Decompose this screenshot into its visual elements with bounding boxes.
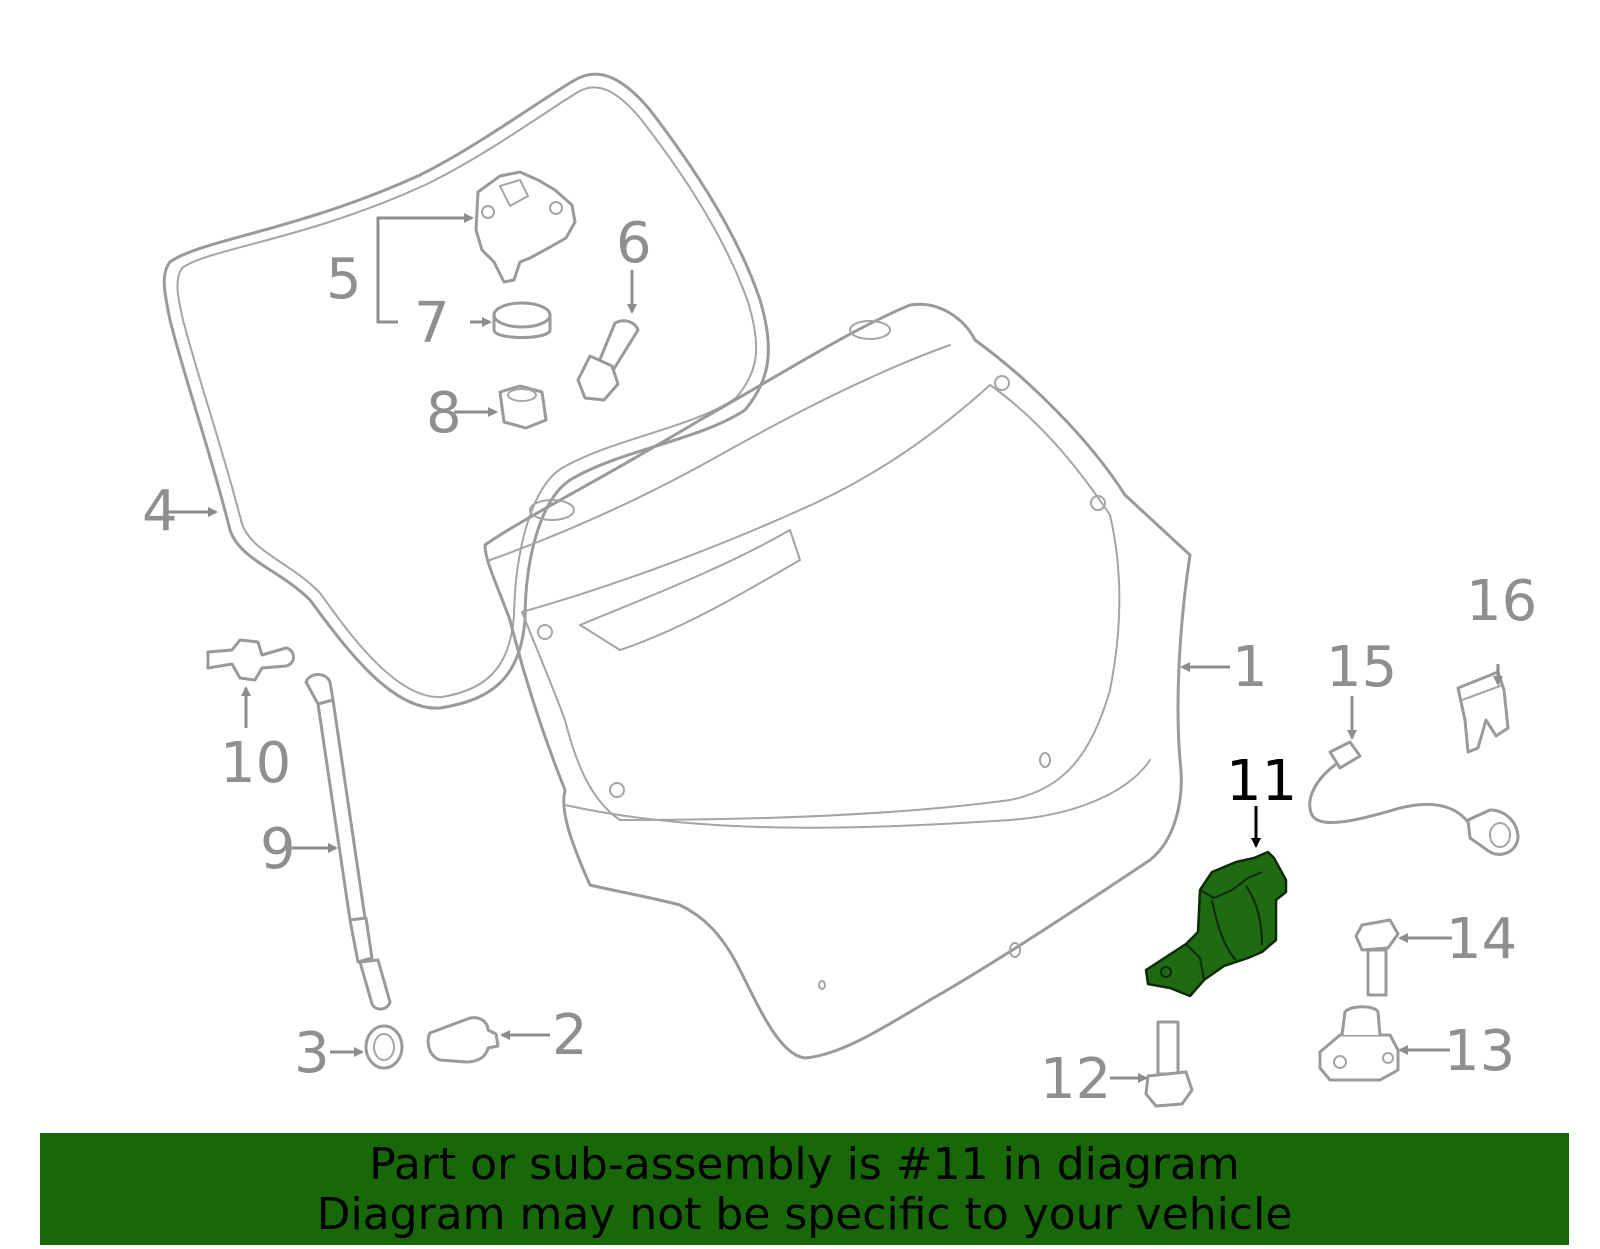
banner-line-1: Part or sub-assembly is #11 in diagram — [369, 1139, 1240, 1190]
callout-4: 4 — [142, 479, 178, 544]
part-1-liftgate[interactable] — [483, 302, 1192, 1060]
callout-10: 10 — [220, 731, 291, 796]
part-11-latch-highlighted[interactable] — [1144, 850, 1288, 998]
callout-12: 12 — [1040, 1047, 1111, 1112]
part-3-grommet[interactable] — [364, 1024, 404, 1070]
part-5-hinge[interactable] — [474, 170, 577, 284]
callout-8: 8 — [426, 381, 462, 446]
part-8-nut[interactable] — [498, 384, 548, 430]
part-16-clip[interactable] — [1456, 670, 1510, 754]
footer-banner: Part or sub-assembly is #11 in diagram D… — [40, 1133, 1569, 1245]
banner-line-2: Diagram may not be specific to your vehi… — [316, 1189, 1293, 1240]
callout-16: 16 — [1466, 569, 1537, 634]
callout-5: 5 — [326, 247, 362, 312]
part-6-bolt[interactable] — [576, 319, 640, 402]
callout-15: 15 — [1326, 635, 1397, 700]
part-4-weatherstrip[interactable] — [162, 72, 770, 710]
part-10-bumper[interactable] — [206, 638, 295, 682]
part-9-strut[interactable] — [304, 673, 392, 1011]
callout-11: 11 — [1226, 749, 1297, 814]
leader-lines — [168, 213, 1503, 1083]
callout-14: 14 — [1446, 907, 1517, 972]
callout-3: 3 — [294, 1021, 330, 1086]
callout-7: 7 — [414, 291, 450, 356]
part-12-bolt[interactable] — [1144, 1020, 1194, 1108]
callout-2: 2 — [552, 1003, 588, 1068]
callout-labels: 1 2 3 4 5 6 7 8 9 10 11 12 13 14 15 16 — [142, 211, 1537, 1112]
callout-13: 13 — [1444, 1019, 1515, 1084]
callout-1: 1 — [1232, 635, 1268, 700]
part-7-washer[interactable] — [492, 301, 552, 339]
part-14-bolt[interactable] — [1354, 918, 1400, 997]
callout-9: 9 — [260, 817, 296, 882]
part-2-bumper[interactable] — [426, 1016, 500, 1064]
part-13-striker[interactable] — [1318, 1005, 1400, 1082]
callout-6: 6 — [616, 211, 652, 276]
part-15-harness[interactable] — [1308, 740, 1520, 856]
